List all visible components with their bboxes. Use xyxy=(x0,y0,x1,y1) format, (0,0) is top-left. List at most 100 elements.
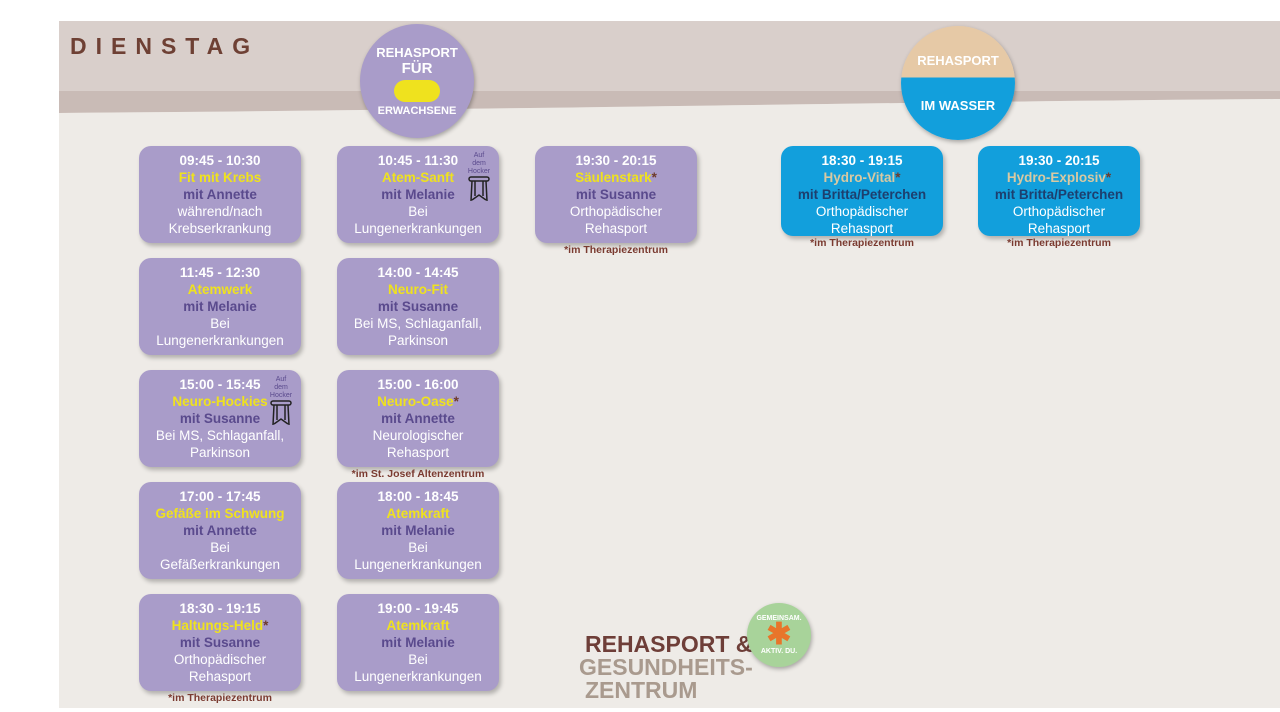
course-name: Haltungs-Held xyxy=(171,618,264,633)
course-description: Bei xyxy=(210,540,230,555)
course-description: Bei xyxy=(210,316,230,331)
course-name-row: Atemwerk xyxy=(139,281,301,298)
course-description: Rehasport xyxy=(584,221,648,236)
course-description: Lungenerkrankungen xyxy=(156,333,284,348)
course-instructor: mit Melanie xyxy=(381,635,455,650)
stool-label: Hocker xyxy=(467,168,491,175)
course-time: 09:45 - 10:30 xyxy=(179,153,261,168)
course-name-row: Säulenstark* xyxy=(535,169,697,186)
course-name: Gefäße im Schwung xyxy=(155,506,285,521)
course-instructor: mit Annette xyxy=(183,523,257,538)
course-instructor: mit Susanne xyxy=(377,299,459,314)
course-instructor: mit Britta/Peterchen xyxy=(797,187,927,202)
asterisk-icon: ✱ xyxy=(766,618,792,651)
course-description: Rehasport xyxy=(1027,221,1091,236)
stool-label: Hocker xyxy=(269,392,293,399)
location-asterisk: * xyxy=(453,394,459,409)
badge-top-text: REHASPORT xyxy=(376,45,458,60)
course-name: Atemkraft xyxy=(386,618,450,633)
badge-bottom-text: ERWACHSENE xyxy=(377,105,457,117)
location-note: *im Therapiezentrum xyxy=(564,244,668,256)
badge-top-text: REHASPORT xyxy=(917,53,999,68)
course-instructor: mit Susanne xyxy=(179,411,261,426)
course-time: 14:00 - 14:45 xyxy=(377,265,459,280)
course-description: Lungenerkrankungen xyxy=(354,221,482,236)
badge-mid-text: FÜR xyxy=(401,60,433,77)
course-name-row: Haltungs-Held* xyxy=(139,617,301,634)
course-description: Neurologischer xyxy=(372,428,464,443)
course-name: Säulenstark xyxy=(575,170,652,185)
course-description: Orthopädischer xyxy=(1012,204,1106,219)
course-name: Atemwerk xyxy=(187,282,253,297)
course-time: 19:30 - 20:15 xyxy=(575,153,657,168)
course-time: 11:45 - 12:30 xyxy=(179,265,261,280)
course-instructor: mit Melanie xyxy=(381,523,455,538)
course-name: Neuro-Fit xyxy=(388,282,448,297)
course-name: Neuro-Oase xyxy=(377,394,454,409)
stool-label: Auf xyxy=(275,376,287,383)
course-description: Rehasport xyxy=(830,221,894,236)
logo-badge-top: GEMEINSAM. xyxy=(756,615,802,622)
logo-line-1: REHASPORT & xyxy=(585,631,753,657)
logo-line-3: ZENTRUM xyxy=(585,677,698,703)
location-note: *im Therapiezentrum xyxy=(1007,237,1111,249)
logo-line-2: GESUNDHEITS- xyxy=(579,654,753,680)
logo-badge: GEMEINSAM. ✱ AKTIV. DU. xyxy=(747,603,811,667)
course-time: 18:30 - 19:15 xyxy=(821,153,903,168)
course-time: 10:45 - 11:30 xyxy=(377,153,459,168)
schedule-page: DIENSTAG REHASPORT FÜR ERWACHSENE REHASP… xyxy=(59,21,1280,708)
course-name-row: Atemkraft xyxy=(337,505,499,522)
course-time: 17:00 - 17:45 xyxy=(179,489,261,504)
stool-label: dem xyxy=(274,384,288,391)
course-description: Parkinson xyxy=(387,333,449,348)
course-description: Bei MS, Schlaganfall, xyxy=(155,428,285,443)
course-description: Gefäßerkrankungen xyxy=(159,557,281,572)
logo-badge-bottom: AKTIV. DU. xyxy=(760,648,798,655)
badge-bottom-text: IM WASSER xyxy=(920,98,996,113)
course-instructor: mit Susanne xyxy=(575,187,657,202)
course-name: Hydro-Explosiv xyxy=(1006,170,1106,185)
course-instructor: mit Melanie xyxy=(183,299,257,314)
location-asterisk: * xyxy=(1105,170,1112,185)
course-name: Atemkraft xyxy=(386,506,450,521)
location-asterisk: * xyxy=(895,170,901,185)
location-note: *im Therapiezentrum xyxy=(810,237,914,249)
course-time: 15:00 - 16:00 xyxy=(377,377,459,392)
stool-label: dem xyxy=(472,160,486,167)
adults-badge: REHASPORT FÜR ERWACHSENE xyxy=(360,24,474,138)
course-name-row: Neuro-Fit xyxy=(337,281,499,298)
course-description: Lungenerkrankungen xyxy=(354,557,482,572)
course-time: 18:00 - 18:45 xyxy=(377,489,459,504)
course-name-row: Neuro-Oase* xyxy=(337,393,499,410)
location-note: *im Therapiezentrum xyxy=(168,692,272,704)
course-description: Lungenerkrankungen xyxy=(354,669,482,684)
course-name: Neuro-Hockies xyxy=(172,394,268,409)
course-instructor: mit Susanne xyxy=(179,635,261,650)
course-name: Fit mit Krebs xyxy=(178,170,262,185)
day-title: DIENSTAG xyxy=(70,33,260,59)
course-description: Bei xyxy=(408,204,428,219)
course-name-row: Atemkraft xyxy=(337,617,499,634)
course-description: Bei xyxy=(408,652,428,667)
course-description: Bei MS, Schlaganfall, xyxy=(353,316,483,331)
water-badge: REHASPORT IM WASSER xyxy=(901,26,1015,140)
course-time: 18:30 - 19:15 xyxy=(179,601,261,616)
course-description: Parkinson xyxy=(189,445,251,460)
stool-label: Auf xyxy=(473,152,485,159)
course-name-row: Gefäße im Schwung xyxy=(139,505,301,522)
people-icon xyxy=(394,80,440,102)
